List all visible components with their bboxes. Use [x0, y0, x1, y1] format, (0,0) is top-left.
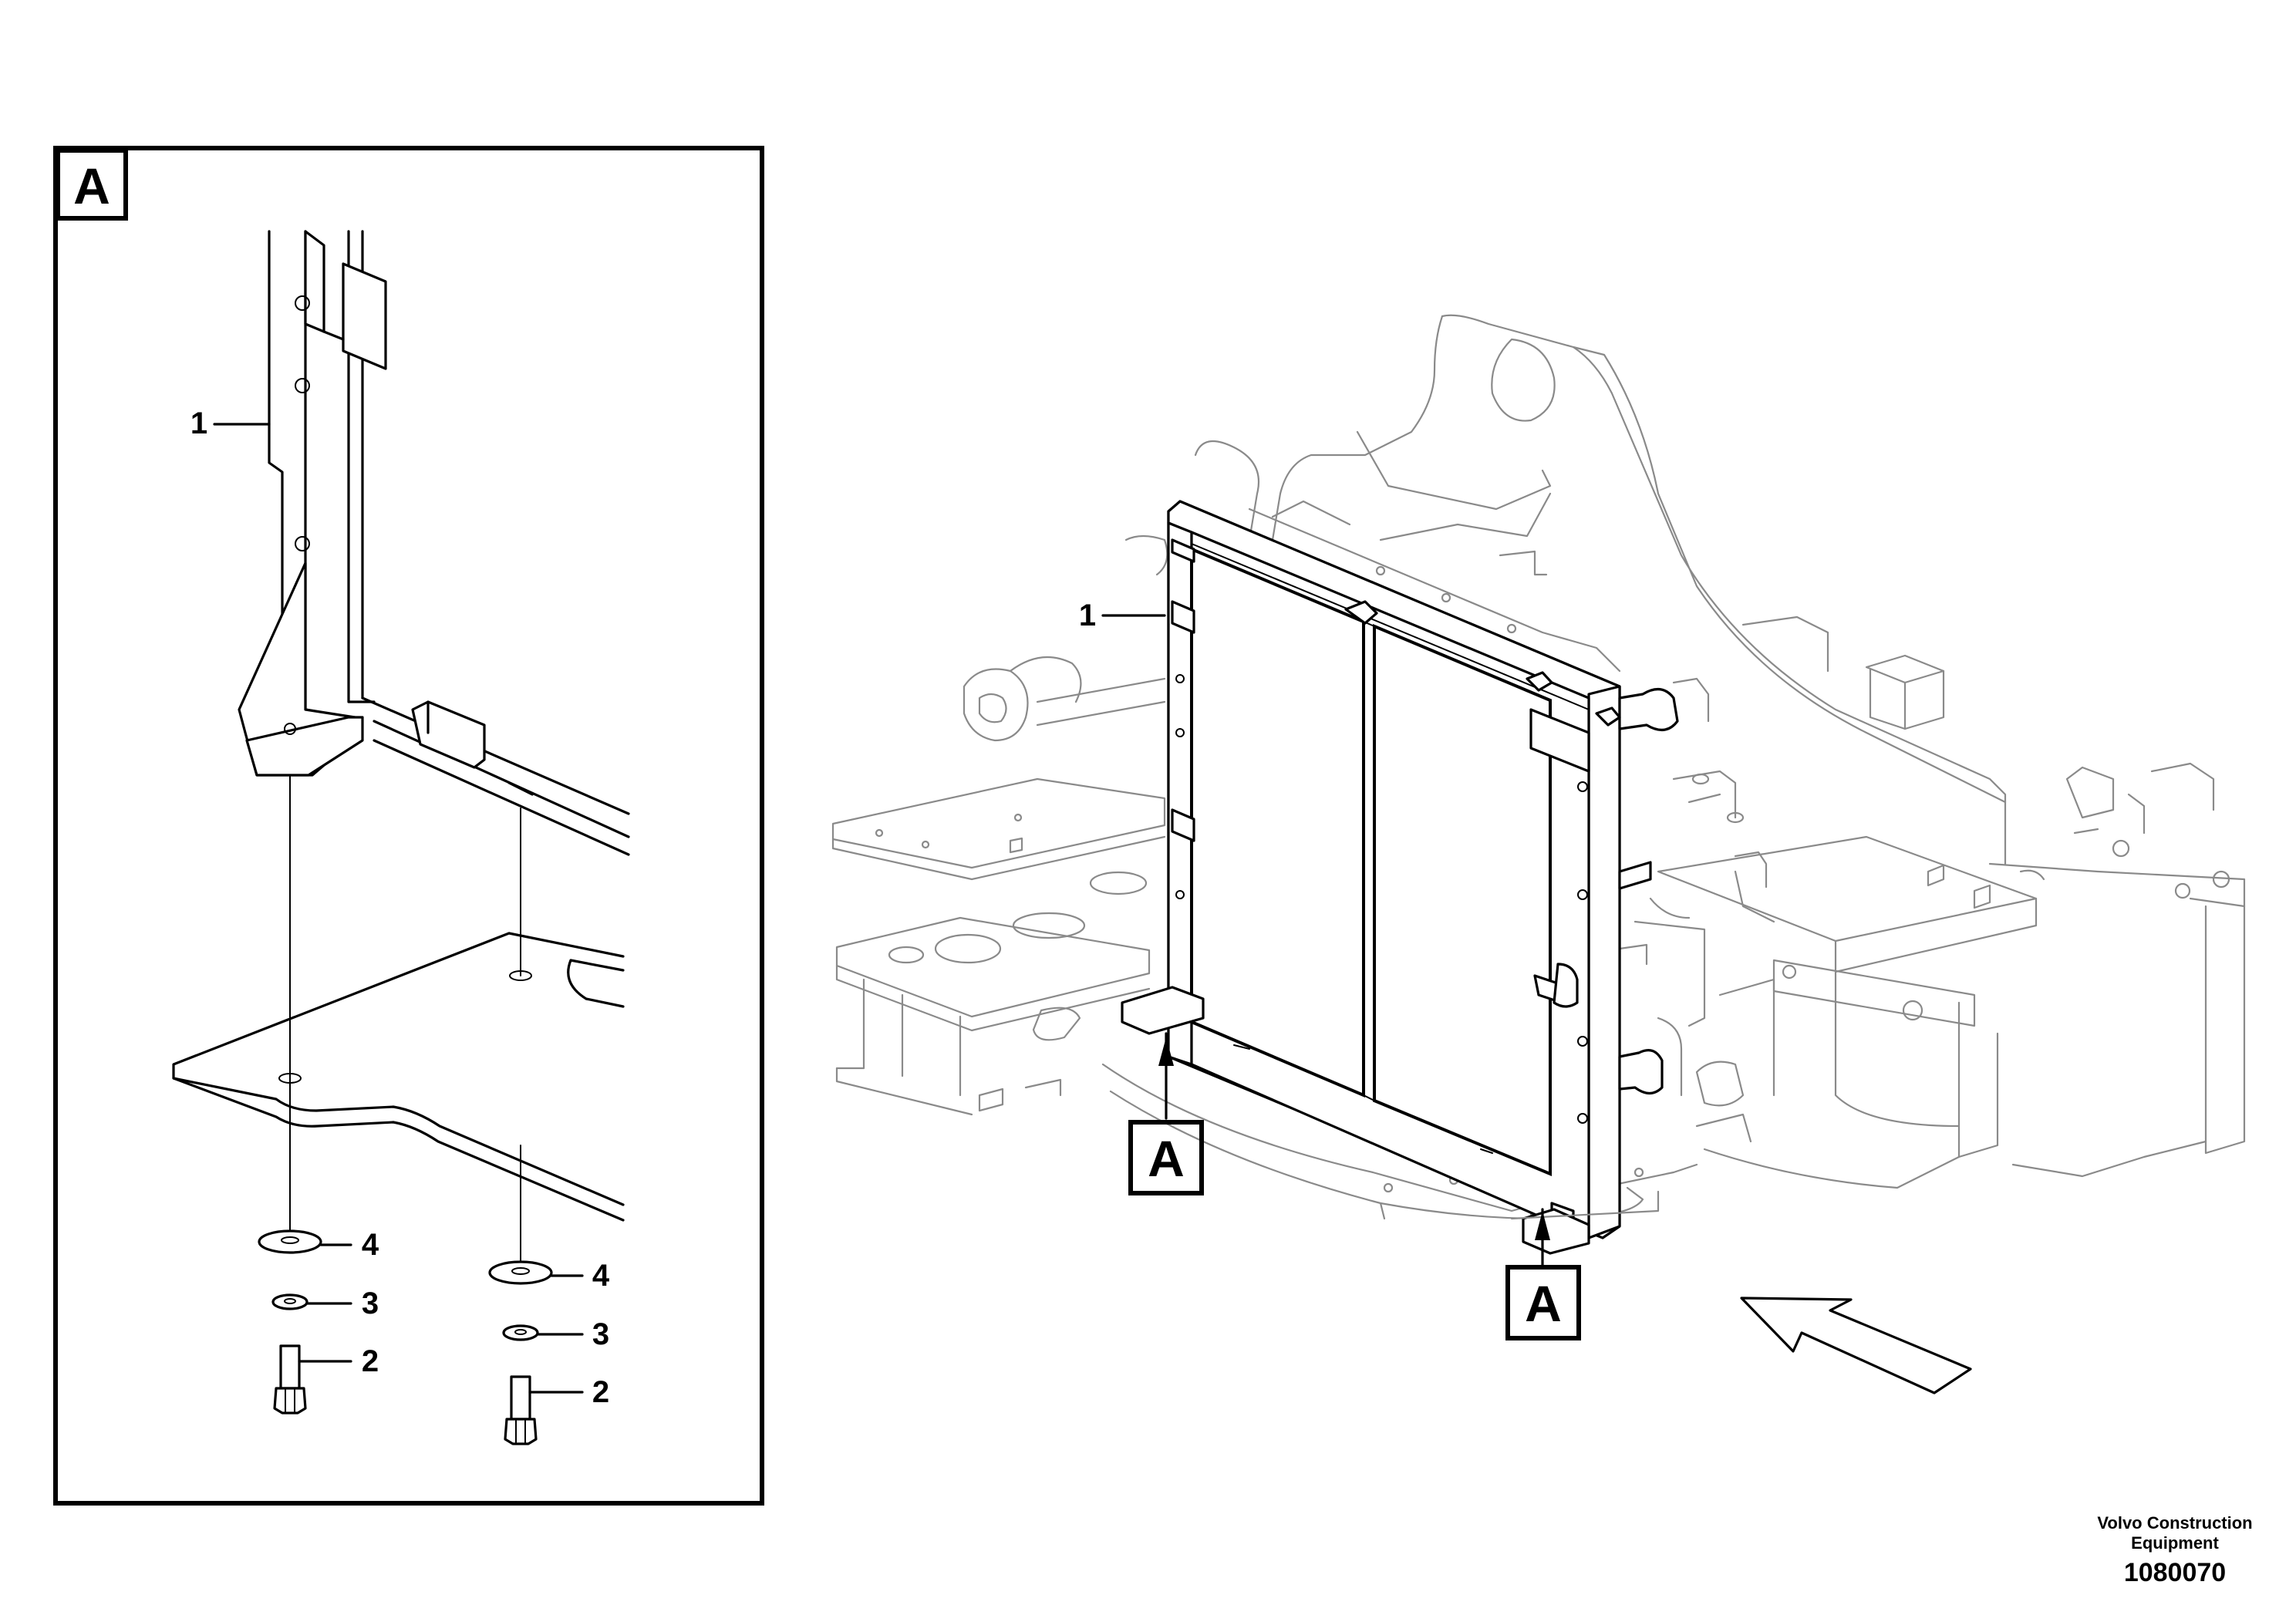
radiator-assembly	[1121, 500, 1679, 1255]
fastener-stack-right	[488, 1260, 553, 1445]
callout-radiator-detail: 1	[190, 406, 207, 440]
svg-text:A: A	[1148, 1130, 1185, 1187]
callout-washer-left: 4	[362, 1228, 379, 1262]
drawing-number: 1080070	[2124, 1558, 2226, 1587]
lock-washer-right	[502, 1324, 539, 1341]
washer-left	[258, 1229, 322, 1254]
callout-bolt-right: 2	[592, 1375, 609, 1409]
callout-lock-washer-right: 3	[592, 1317, 609, 1351]
callout-lock-washer-left: 3	[362, 1286, 379, 1320]
bolt-right	[510, 1375, 531, 1421]
fastener-stack-left	[258, 1229, 322, 1415]
company-name-line2: Equipment	[2131, 1533, 2219, 1553]
callout-bolt-left: 2	[362, 1344, 379, 1378]
callout-radiator-main: 1	[1079, 599, 1096, 632]
base-plate	[172, 932, 625, 1206]
detail-frame	[53, 146, 764, 1506]
svg-text:A: A	[1525, 1275, 1562, 1332]
radiator-frame-detail	[238, 230, 630, 856]
view-marker-a-right: A	[1505, 1208, 1581, 1340]
bolt-left	[279, 1344, 301, 1390]
washer-right	[488, 1260, 553, 1285]
lock-washer-left	[271, 1293, 308, 1310]
callout-washer-right: 4	[592, 1259, 610, 1293]
detail-label: A	[73, 157, 110, 214]
view-direction-arrow	[1740, 1297, 1972, 1394]
detail-label-box	[56, 148, 128, 221]
company-name: Volvo Construction	[2097, 1513, 2252, 1533]
view-marker-a-left: A	[1128, 1032, 1204, 1195]
detail-view-a: A	[53, 146, 764, 1506]
